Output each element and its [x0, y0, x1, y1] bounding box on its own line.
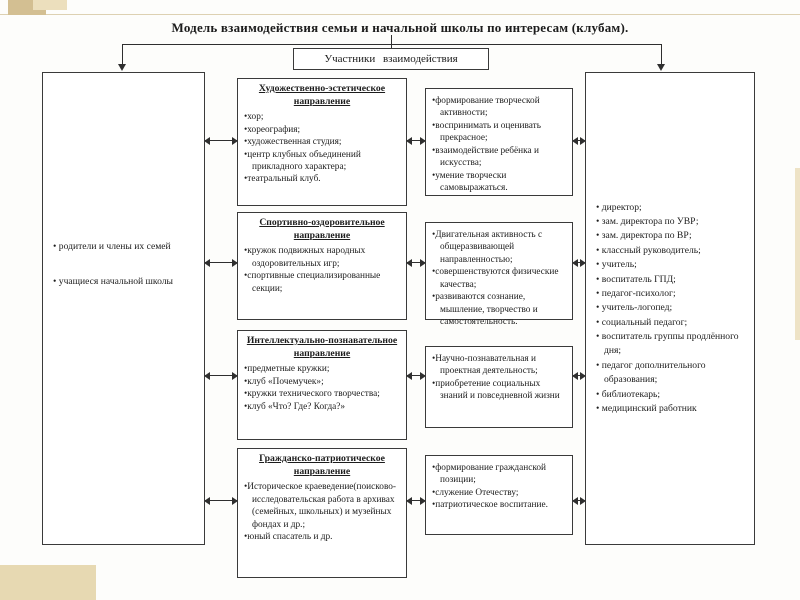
deco-right-strip: [795, 168, 800, 340]
arrow-left-civic: [204, 497, 238, 505]
list-item: центр клубных объединений прикладного ха…: [244, 149, 400, 174]
arrow-right-civic: [572, 497, 586, 505]
deco-bottom-left: [0, 565, 96, 600]
list-item: клуб «Что? Где? Когда?»: [244, 401, 400, 413]
list-item: Научно-познавательная и проектная деятел…: [432, 353, 566, 378]
arrow-left-art: [204, 137, 238, 145]
parents-box: родители и члены их семей учащиеся начал…: [42, 72, 205, 545]
list-item: клуб «Почемучек»;: [244, 376, 400, 388]
list-item: юный спасатель и др.: [244, 531, 400, 543]
connector-right-drop: [661, 44, 662, 64]
direction-box-intellectual: Интеллектуально-познавательное направлен…: [237, 330, 407, 440]
direction-header: Гражданско-патриотическое направление: [259, 453, 385, 477]
arrow-right-sport: [572, 259, 586, 267]
list-item: спортивные специализированные секции;: [244, 270, 400, 295]
list-item: развиваются сознание, мышление, творчест…: [432, 291, 566, 328]
outcome-box-intellectual: Научно-познавательная и проектная деятел…: [425, 346, 573, 428]
deco-top-left-light: [33, 0, 67, 10]
connector-center-drop: [391, 35, 392, 48]
list-item: воспринимать и оценивать прекрасное;: [432, 120, 566, 145]
list-item: учащиеся начальной школы: [53, 276, 196, 289]
list-item: кружок подвижных народных оздоровительны…: [244, 245, 400, 270]
list-item: библиотекарь;: [596, 388, 748, 402]
list-item: родители и члены их семей: [53, 241, 196, 254]
direction-header: Спортивно-оздоровительное направление: [259, 217, 385, 241]
list-item: педагог дополнительного образования;: [596, 359, 748, 388]
list-item: учитель;: [596, 258, 748, 272]
arrow-left-intellectual: [204, 372, 238, 380]
list-item: медицинский работник: [596, 402, 748, 416]
list-item: педагог-психолог;: [596, 287, 748, 301]
list-item: служение Отечеству;: [432, 487, 566, 499]
list-item: Двигательная активность с общеразвивающе…: [432, 229, 566, 266]
list-item: хореография;: [244, 124, 400, 136]
list-item: зам. директора по ВР;: [596, 229, 748, 243]
list-item: социальный педагог;: [596, 316, 748, 330]
arrow-mid-sport: [406, 259, 426, 267]
list-item: хор;: [244, 111, 400, 123]
top-divider-line: [0, 14, 800, 15]
arrowhead-down-right-icon: [657, 64, 665, 71]
list-item: формирование гражданской позиции;: [432, 462, 566, 487]
staff-box: директор; зам. директора по УВР; зам. ди…: [585, 72, 755, 545]
connector-left-drop: [122, 44, 123, 64]
list-item: классный руководитель;: [596, 244, 748, 258]
list-item: формирование творческой активности;: [432, 95, 566, 120]
direction-box-civic: Гражданско-патриотическое направление Ис…: [237, 448, 407, 578]
list-item: художественная студия;: [244, 136, 400, 148]
slide-title: Модель взаимодействия семьи и начальной …: [171, 20, 629, 35]
outcome-box-art: формирование творческой активности; восп…: [425, 88, 573, 196]
list-item: директор;: [596, 201, 748, 215]
list-item: приобретение социальных знаний и повседн…: [432, 378, 566, 403]
arrowhead-down-left-icon: [118, 64, 126, 71]
list-item: Историческое краеведение(поисково-исслед…: [244, 481, 400, 531]
list-item: учитель-логопед;: [596, 301, 748, 315]
outcome-box-civic: формирование гражданской позиции; служен…: [425, 455, 573, 535]
arrow-mid-intellectual: [406, 372, 426, 380]
list-item: воспитатель группы продлённого дня;: [596, 330, 748, 359]
list-item: кружки технического творчества;: [244, 388, 400, 400]
outcome-box-sport: Двигательная активность с общеразвивающе…: [425, 222, 573, 327]
list-item: патриотическое воспитание.: [432, 499, 566, 511]
connector-top-line: [122, 44, 662, 45]
direction-header: Художественно-эстетическое направление: [258, 83, 386, 107]
list-item: умение творчески самовыражаться.: [432, 170, 566, 195]
direction-header: Интеллектуально-познавательное направлен…: [246, 335, 398, 359]
participants-box: Участники взаимодействия: [293, 48, 489, 70]
arrow-mid-civic: [406, 497, 426, 505]
arrow-right-art: [572, 137, 586, 145]
direction-box-art: Художественно-эстетическое направление х…: [237, 78, 407, 206]
direction-box-sport: Спортивно-оздоровительное направление кр…: [237, 212, 407, 320]
list-item: предметные кружки;: [244, 363, 400, 375]
list-item: театральный клуб.: [244, 173, 400, 185]
list-item: зам. директора по УВР;: [596, 215, 748, 229]
arrow-mid-art: [406, 137, 426, 145]
list-item: совершенствуются физические качества;: [432, 266, 566, 291]
arrow-left-sport: [204, 259, 238, 267]
list-item: воспитатель ГПД;: [596, 273, 748, 287]
arrow-right-intellectual: [572, 372, 586, 380]
list-item: взаимодействие ребёнка и искусства;: [432, 145, 566, 170]
